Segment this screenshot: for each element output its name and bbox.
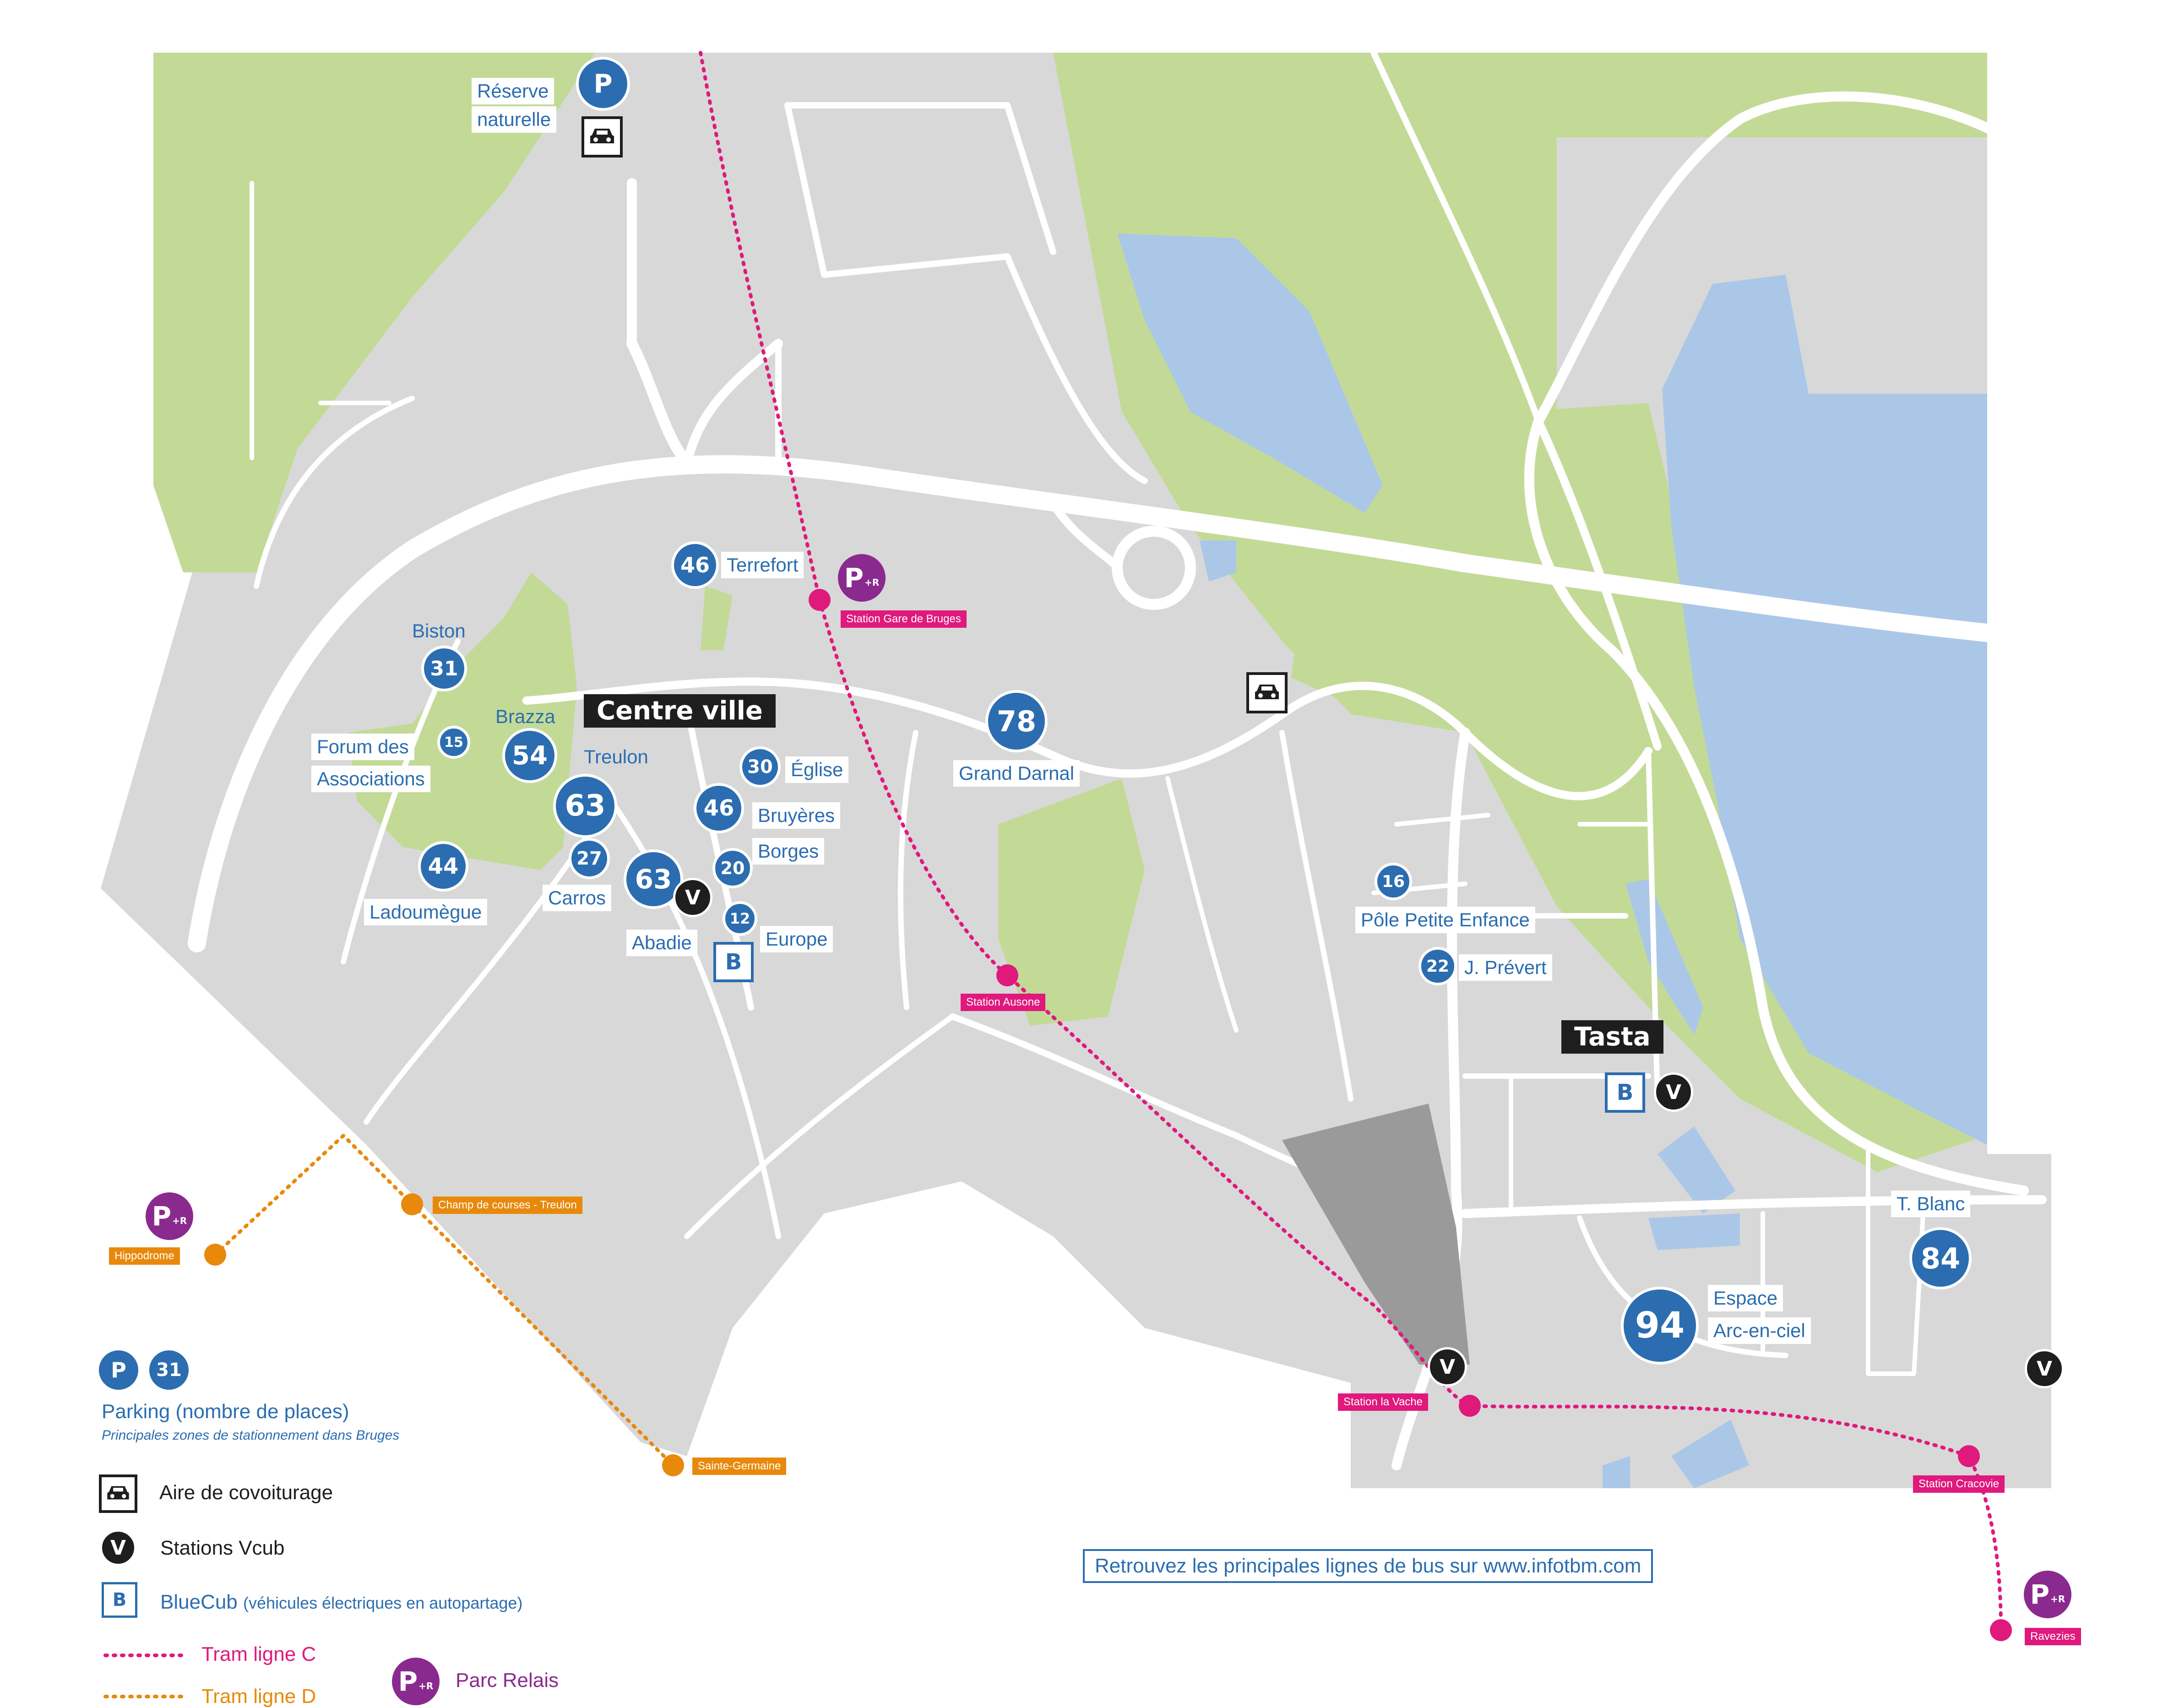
legend-tram-d: Tram ligne D [201,1685,316,1708]
parking-tblanc[interactable]: 84 [1909,1227,1972,1289]
parking-terrefort[interactable]: 46 [671,541,719,589]
label-terrefort: Terrefort [721,552,804,578]
parking-brazza[interactable]: 54 [502,728,557,783]
label-espace-1: Espace [1708,1285,1783,1311]
parking-pole[interactable]: 16 [1375,863,1412,900]
station-la-vache[interactable]: Station la Vache [1338,1393,1429,1411]
parking-prevert[interactable]: 22 [1418,947,1457,985]
station-hippodrome[interactable]: Hippodrome [109,1247,180,1265]
label-forum-1: Forum des [311,734,414,760]
parking-biston[interactable]: 31 [421,646,467,691]
label-biston: Biston [412,620,466,642]
legend-bluecub-sub: (véhicules électriques en autopartage) [243,1594,523,1612]
parking-forum[interactable]: 15 [437,726,470,759]
label-borges: Borges [752,838,825,865]
bluecub-tasta[interactable]: B [1605,1072,1645,1113]
covoiturage-middle[interactable] [1246,672,1288,713]
legend-parking-symbol: P [97,1349,140,1392]
label-treulon: Treulon [584,746,648,767]
legend-parking-note: Principales zones de stationnement dans … [102,1428,400,1443]
legend-covoiturage-symbol [99,1474,137,1513]
parking-ladoumegue[interactable]: 44 [418,841,468,892]
parc-relais-gare[interactable]: P+R [838,554,886,602]
label-reserve-2: naturelle [472,106,557,133]
district-tasta: Tasta [1561,1020,1663,1054]
label-grand-darnal: Grand Darnal [953,760,1080,787]
bus-info-link[interactable]: Retrouvez les principales lignes de bus … [1083,1549,1653,1583]
parking-eglise[interactable]: 30 [739,746,781,788]
label-espace-2: Arc-en-ciel [1708,1317,1811,1344]
parking-reserve[interactable]: P [576,57,630,111]
car-icon [588,126,616,148]
legend-bluecub: BlueCub (véhicules électriques en autopa… [160,1591,522,1614]
legend-parc-relais-symbol: P+R [392,1658,440,1705]
parc-relais-hippodrome[interactable]: P+R [146,1192,193,1240]
station-champ-de-courses[interactable]: Champ de courses - Treulon [433,1197,582,1214]
vcub-vache[interactable]: V [1428,1347,1467,1387]
legend-parc-relais: Parc Relais [456,1669,559,1692]
label-brazza: Brazza [495,706,555,727]
cemetery [1282,1104,1470,1365]
parking-treulon[interactable]: 63 [553,774,617,838]
parking-bruyeres[interactable]: 46 [694,783,744,833]
car-icon [105,1484,131,1504]
legend-parking-example: 31 [147,1349,190,1392]
legend-bluecub-symbol: B [102,1582,137,1618]
label-pole: Pôle Petite Enfance [1355,907,1535,933]
label-ladoumegue: Ladoumègue [364,899,488,925]
vcub-right[interactable]: V [2025,1349,2064,1388]
parking-carros[interactable]: 27 [569,838,610,879]
parking-borges[interactable]: 20 [712,848,753,888]
station-ausone[interactable]: Station Ausone [961,994,1046,1011]
bluecub-centre[interactable]: B [713,942,754,982]
station-gare-de-bruges[interactable]: Station Gare de Bruges [841,610,967,628]
district-centre-ville: Centre ville [584,694,776,728]
legend-parking-title: Parking (nombre de places) [102,1400,349,1423]
parc-relais-ravezies[interactable]: P+R [2024,1571,2071,1618]
tram-line-d [213,1133,675,1467]
parking-espace[interactable]: 94 [1621,1287,1699,1365]
legend-covoiturage: Aire de covoiturage [159,1481,333,1504]
label-prevert: J. Prévert [1459,954,1552,981]
station-sainte-germaine[interactable]: Sainte-Germaine [692,1458,787,1475]
label-abadie: Abadie [626,930,697,956]
station-cracovie[interactable]: Station Cracovie [1913,1475,2005,1493]
vcub-tasta[interactable]: V [1654,1072,1693,1112]
legend-line-samples [103,1654,185,1698]
label-europe: Europe [760,926,833,952]
legend-vcub: Stations Vcub [160,1537,285,1559]
tram-line-c [699,51,2003,1632]
car-icon [1253,682,1281,704]
covoiturage-reserve[interactable] [582,116,623,158]
legend-tram-c: Tram ligne C [201,1643,316,1665]
tram-stops [204,589,2012,1641]
parking-europe[interactable]: 12 [723,901,757,936]
legend-vcub-symbol: V [100,1529,136,1566]
legend-bluecub-main: BlueCub [160,1591,238,1613]
station-ravezies[interactable]: Ravezies [2025,1628,2081,1645]
label-forum-2: Associations [311,766,430,792]
vcub-abadie[interactable]: V [673,878,712,917]
label-reserve-1: Réserve [472,78,554,104]
label-bruyeres: Bruyères [752,802,841,829]
label-carros: Carros [543,885,612,911]
label-eglise: Église [785,756,849,783]
label-tblanc: T. Blanc [1891,1191,1971,1217]
parking-grand-darnal[interactable]: 78 [985,690,1048,752]
